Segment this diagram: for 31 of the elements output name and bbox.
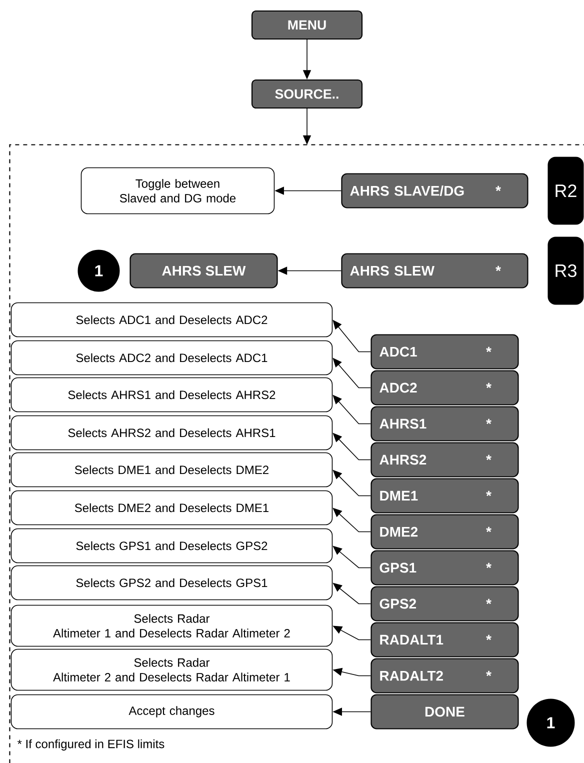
menu-button: SOURCE..	[251, 79, 363, 109]
menu-button: MENU	[251, 10, 363, 40]
description-box: Selects AHRS1 and Deselects AHRS2	[10, 377, 333, 412]
softkey-button: AHRS SLEW	[130, 253, 278, 288]
description-box: Toggle between Slaved and DG mode	[80, 167, 275, 214]
softkey-button: AHRS SLEW *	[341, 253, 528, 288]
softkey-button: RADALT2 *	[370, 658, 519, 694]
description-box: Accept changes	[10, 694, 333, 730]
side-tab: R2	[548, 156, 584, 225]
softkey-button: AHRS2 *	[370, 442, 519, 478]
description-box: Selects AHRS2 and Deselects AHRS1	[10, 415, 333, 450]
dashed-frame	[9, 144, 584, 763]
softkey-button: ADC2 *	[370, 370, 519, 406]
description-box: Selects DME2 and Deselects DME1	[10, 490, 333, 526]
description-box: Selects Radar Altimeter 1 and Deselects Radar Altimeter 2	[10, 604, 333, 647]
softkey-button: RADALT1 *	[370, 622, 519, 658]
softkey-button: AHRS SLAVE/DG *	[341, 173, 528, 208]
softkey-button: AHRS1 *	[370, 406, 519, 442]
description-box: Selects GPS2 and Deselects GPS1	[10, 565, 333, 600]
description-box: Selects Radar Altimeter 2 and Deselects Radar Altimeter 1	[10, 648, 333, 691]
description-box: Selects ADC2 and Deselects ADC1	[10, 340, 333, 376]
description-box: Selects GPS1 and Deselects GPS2	[10, 528, 333, 564]
softkey-button: DONE	[370, 694, 519, 730]
softkey-button: GPS2 *	[370, 586, 519, 622]
softkey-button: GPS1 *	[370, 550, 519, 586]
softkey-button: ADC1 *	[370, 334, 519, 370]
description-box: Selects ADC1 and Deselects ADC2	[10, 302, 333, 338]
description-box: Selects DME1 and Deselects DME2	[10, 452, 333, 488]
softkey-button: DME1 *	[370, 478, 519, 514]
softkey-button: DME2 *	[370, 514, 519, 550]
side-tab: R3	[548, 236, 584, 305]
